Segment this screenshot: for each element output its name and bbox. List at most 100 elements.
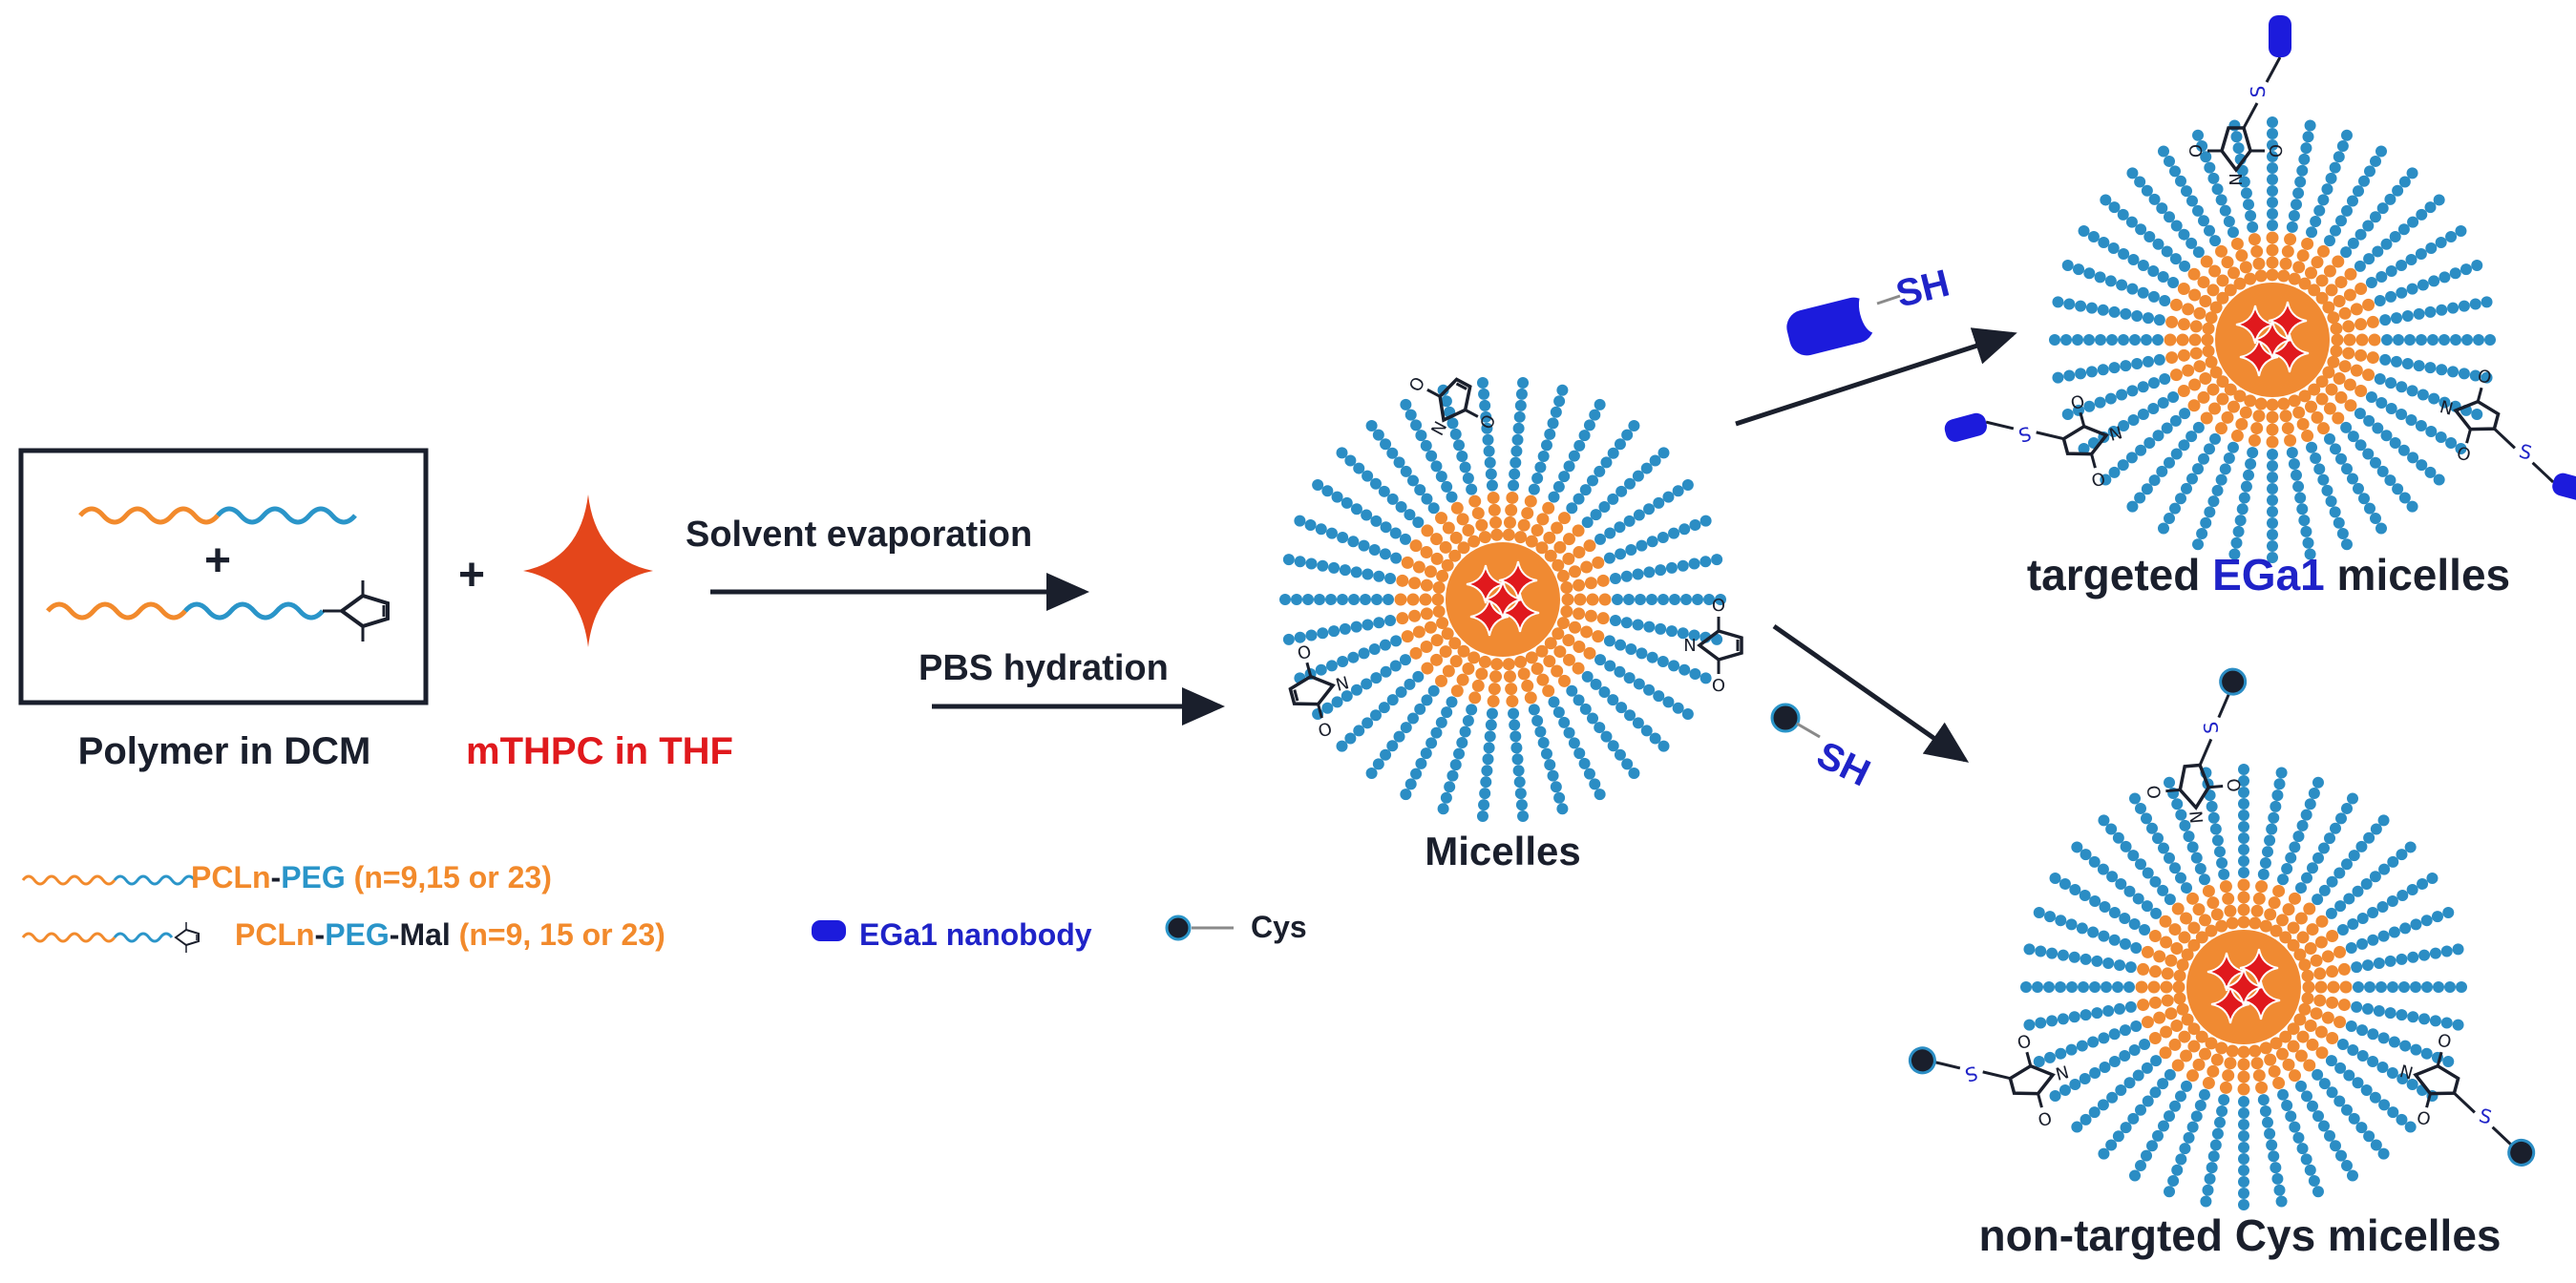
peg-bead <box>2445 231 2458 242</box>
pcl-bead <box>2141 945 2154 958</box>
peg-bead <box>2410 1043 2422 1056</box>
peg-bead <box>1348 594 1360 605</box>
pcl-bead <box>2197 390 2210 404</box>
peg-bead <box>2273 1184 2286 1196</box>
peg-bead <box>2324 432 2335 445</box>
peg-bead <box>2387 981 2398 993</box>
peg-bead <box>2080 849 2092 861</box>
atom-label: N <box>1683 636 1696 656</box>
peg-bead <box>2196 527 2208 539</box>
pcl-bead <box>2195 1030 2208 1043</box>
pcl-bead <box>2153 950 2166 963</box>
atom-label: O <box>1712 676 1725 696</box>
peg-bead <box>1548 696 1560 708</box>
peg-bead <box>1540 439 1552 452</box>
pcl-bead <box>2177 283 2190 295</box>
peg-bead <box>2079 1073 2091 1084</box>
pcl-bead <box>2368 333 2381 347</box>
pcl-bead <box>1562 653 1575 666</box>
pcl-bead <box>1456 513 1469 526</box>
peg-bead <box>2135 1104 2147 1116</box>
peg-bead <box>2431 911 2443 923</box>
pcl-bead <box>2199 295 2212 307</box>
peg-bead <box>2215 473 2228 486</box>
peg-bead <box>1435 716 1447 728</box>
peg-bead <box>2353 185 2364 198</box>
pcl-bead <box>2205 924 2218 937</box>
peg-bead <box>2169 414 2182 427</box>
pcl-bead <box>2334 276 2348 289</box>
peg-bead <box>2206 800 2218 812</box>
nanobody-icon <box>2552 473 2576 502</box>
atom-label: O <box>2015 1029 2033 1052</box>
pcl-bead <box>2333 372 2346 385</box>
pcl-bead <box>2303 902 2316 915</box>
peg-bead <box>2247 221 2259 233</box>
pcl-bead <box>2224 383 2237 396</box>
peg-bead <box>1512 765 1525 777</box>
mthpc-core-star-icon <box>2210 984 2250 1024</box>
pcl-bead <box>1506 491 1519 504</box>
pcl-bead <box>2193 360 2206 373</box>
pcl-bead <box>1542 684 1555 698</box>
pcl-bead <box>2325 284 2338 297</box>
peg-bead <box>2126 167 2139 179</box>
peg-bead <box>2257 1094 2270 1106</box>
peg-bead <box>1459 726 1471 738</box>
peg-bead <box>2091 955 2103 967</box>
peg-bead <box>2367 1056 2379 1067</box>
peg-bead <box>1371 594 1383 605</box>
peg-bead <box>1583 768 1595 780</box>
peg-bead <box>2137 260 2149 271</box>
peg-bead <box>1550 406 1562 418</box>
peg-bead <box>1406 474 1419 487</box>
pcl-bead <box>2137 962 2150 976</box>
peg-bead <box>2059 878 2071 890</box>
mthpc-core-star-icon <box>1483 579 1523 620</box>
peg-bead <box>2396 1113 2408 1125</box>
pcl-bead <box>2208 402 2222 415</box>
peg-bead <box>2118 248 2130 260</box>
peg-bead <box>1632 619 1644 631</box>
peg-bead <box>2469 298 2481 310</box>
pcl-bead <box>2224 1057 2237 1070</box>
peg-bead <box>1680 594 1692 605</box>
atom-label: O <box>1316 717 1334 740</box>
peg-bead <box>2209 432 2221 445</box>
peg-bead <box>2417 279 2429 291</box>
peg-bead <box>2116 389 2128 401</box>
solvent-evaporation-label: Solvent evaporation <box>686 515 1032 555</box>
peg-bead <box>1668 660 1680 672</box>
peg-bead <box>2126 500 2139 513</box>
peg-bead <box>1600 730 1613 743</box>
peg-bead <box>1325 527 1338 539</box>
pcl-bead <box>2330 345 2343 358</box>
mthpc-core-star-icon <box>2235 305 2275 345</box>
peg-bead <box>1400 398 1412 410</box>
peg-bead <box>1547 417 1559 430</box>
pcl-bead <box>2205 311 2218 325</box>
peg-bead <box>2286 447 2298 459</box>
peg-bead <box>1556 803 1569 815</box>
peg-bead <box>2161 245 2173 258</box>
pcl-bead <box>1462 663 1475 676</box>
pcl-bead <box>2216 375 2229 389</box>
pcl-bead <box>2171 1059 2185 1072</box>
peg-bead <box>2324 832 2335 845</box>
peg-bead <box>2238 1119 2249 1130</box>
pcl-bead <box>1525 651 1538 664</box>
pcl-bead <box>2313 994 2327 1007</box>
pcl-bead <box>1471 679 1485 692</box>
pcl-bead <box>2237 878 2250 892</box>
peg-bead <box>2324 1129 2335 1142</box>
peg-bead <box>2159 294 2171 306</box>
peg-bead <box>1511 433 1524 446</box>
atom-label: O <box>2068 389 2086 412</box>
peg-bead <box>2317 473 2330 486</box>
peg-bead <box>2275 767 2288 779</box>
pcl-bead <box>1401 630 1414 643</box>
pcl-bead <box>2317 422 2330 435</box>
peg-bead <box>2183 831 2195 843</box>
peg-bead <box>2169 253 2182 265</box>
